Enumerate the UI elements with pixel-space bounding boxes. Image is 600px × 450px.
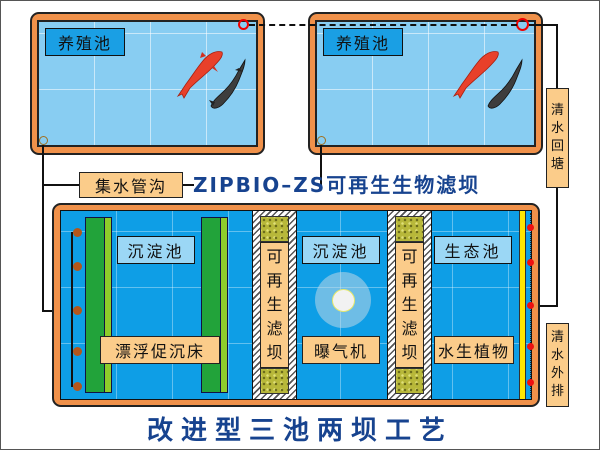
- product-title: ZIPBIO–ZS可再生生物滤坝: [193, 173, 481, 197]
- filter-media-top-2: [395, 216, 424, 242]
- filter-media-bottom-2: [395, 368, 424, 394]
- floating-bed-label: 漂浮促沉床: [100, 336, 220, 364]
- inlet-nozzle-icon: [73, 262, 82, 271]
- floating-bed-left-light: [104, 217, 112, 393]
- regenerative-dam-2-label: 可 再 生 滤 坝: [395, 242, 424, 368]
- collector-trench-label: 集水管沟: [79, 172, 183, 198]
- floating-bed-left-dark: [85, 217, 105, 393]
- outlet-nozzle-icon: [527, 302, 534, 309]
- floating-bed-right-dark: [201, 217, 221, 393]
- floating-bed-right-light: [220, 217, 228, 393]
- left-pond-label: 养殖池: [45, 28, 125, 56]
- filter-media-top-1: [260, 216, 289, 242]
- aerator-core-icon: [332, 289, 355, 312]
- regenerative-dam-1-label: 可 再 生 滤 坝: [260, 242, 289, 368]
- clear-water-discharge-label: 清 水 外 排: [546, 323, 569, 407]
- right-outlet-ring-icon: [317, 136, 326, 145]
- supply-dashed-line: [249, 24, 517, 26]
- discharge-line: [532, 305, 557, 307]
- outlet-nozzle-icon: [527, 343, 534, 350]
- koi-fish-black-icon: [205, 58, 250, 113]
- inlet-nozzle-icon: [73, 382, 82, 391]
- inlet-nozzle-icon: [73, 228, 82, 237]
- eco-pond-label: 生态池: [434, 236, 512, 264]
- inlet-nozzle-icon: [73, 306, 82, 315]
- outlet-nozzle-icon: [527, 259, 534, 266]
- koi-fish-black-icon: [482, 58, 527, 113]
- koi-fish-red-icon: [448, 48, 503, 103]
- inlet-nozzle-icon: [73, 347, 82, 356]
- koi-fish-red-icon: [172, 48, 227, 103]
- sedimentation-pond-1-label: 沉淀池: [117, 236, 195, 264]
- left-outlet-ring-icon: [39, 136, 48, 145]
- collector-line-right: [320, 145, 322, 185]
- return-to-pond-label: 清 水 回 塘: [546, 88, 569, 188]
- right-pond-label: 养殖池: [323, 28, 403, 56]
- aerator-label: 曝气机: [302, 336, 380, 364]
- sedimentation-pond-2-label: 沉淀池: [302, 236, 380, 264]
- aquatic-plants-label: 水生植物: [434, 336, 514, 364]
- collector-line-to-title: [182, 184, 194, 186]
- inlet-manifold-line: [71, 232, 73, 387]
- right-inlet-ring-icon: [516, 18, 529, 31]
- outlet-nozzle-icon: [527, 379, 534, 386]
- return-line-top: [529, 24, 557, 26]
- collector-line-left: [42, 145, 44, 310]
- collector-line-horizontal: [42, 184, 80, 186]
- filter-media-bottom-1: [260, 368, 289, 394]
- left-inlet-ring-icon: [238, 19, 249, 30]
- outlet-nozzle-icon: [527, 224, 534, 231]
- outlet-screen: [519, 211, 526, 399]
- diagram-title: 改进型三池两坝工艺: [146, 416, 453, 446]
